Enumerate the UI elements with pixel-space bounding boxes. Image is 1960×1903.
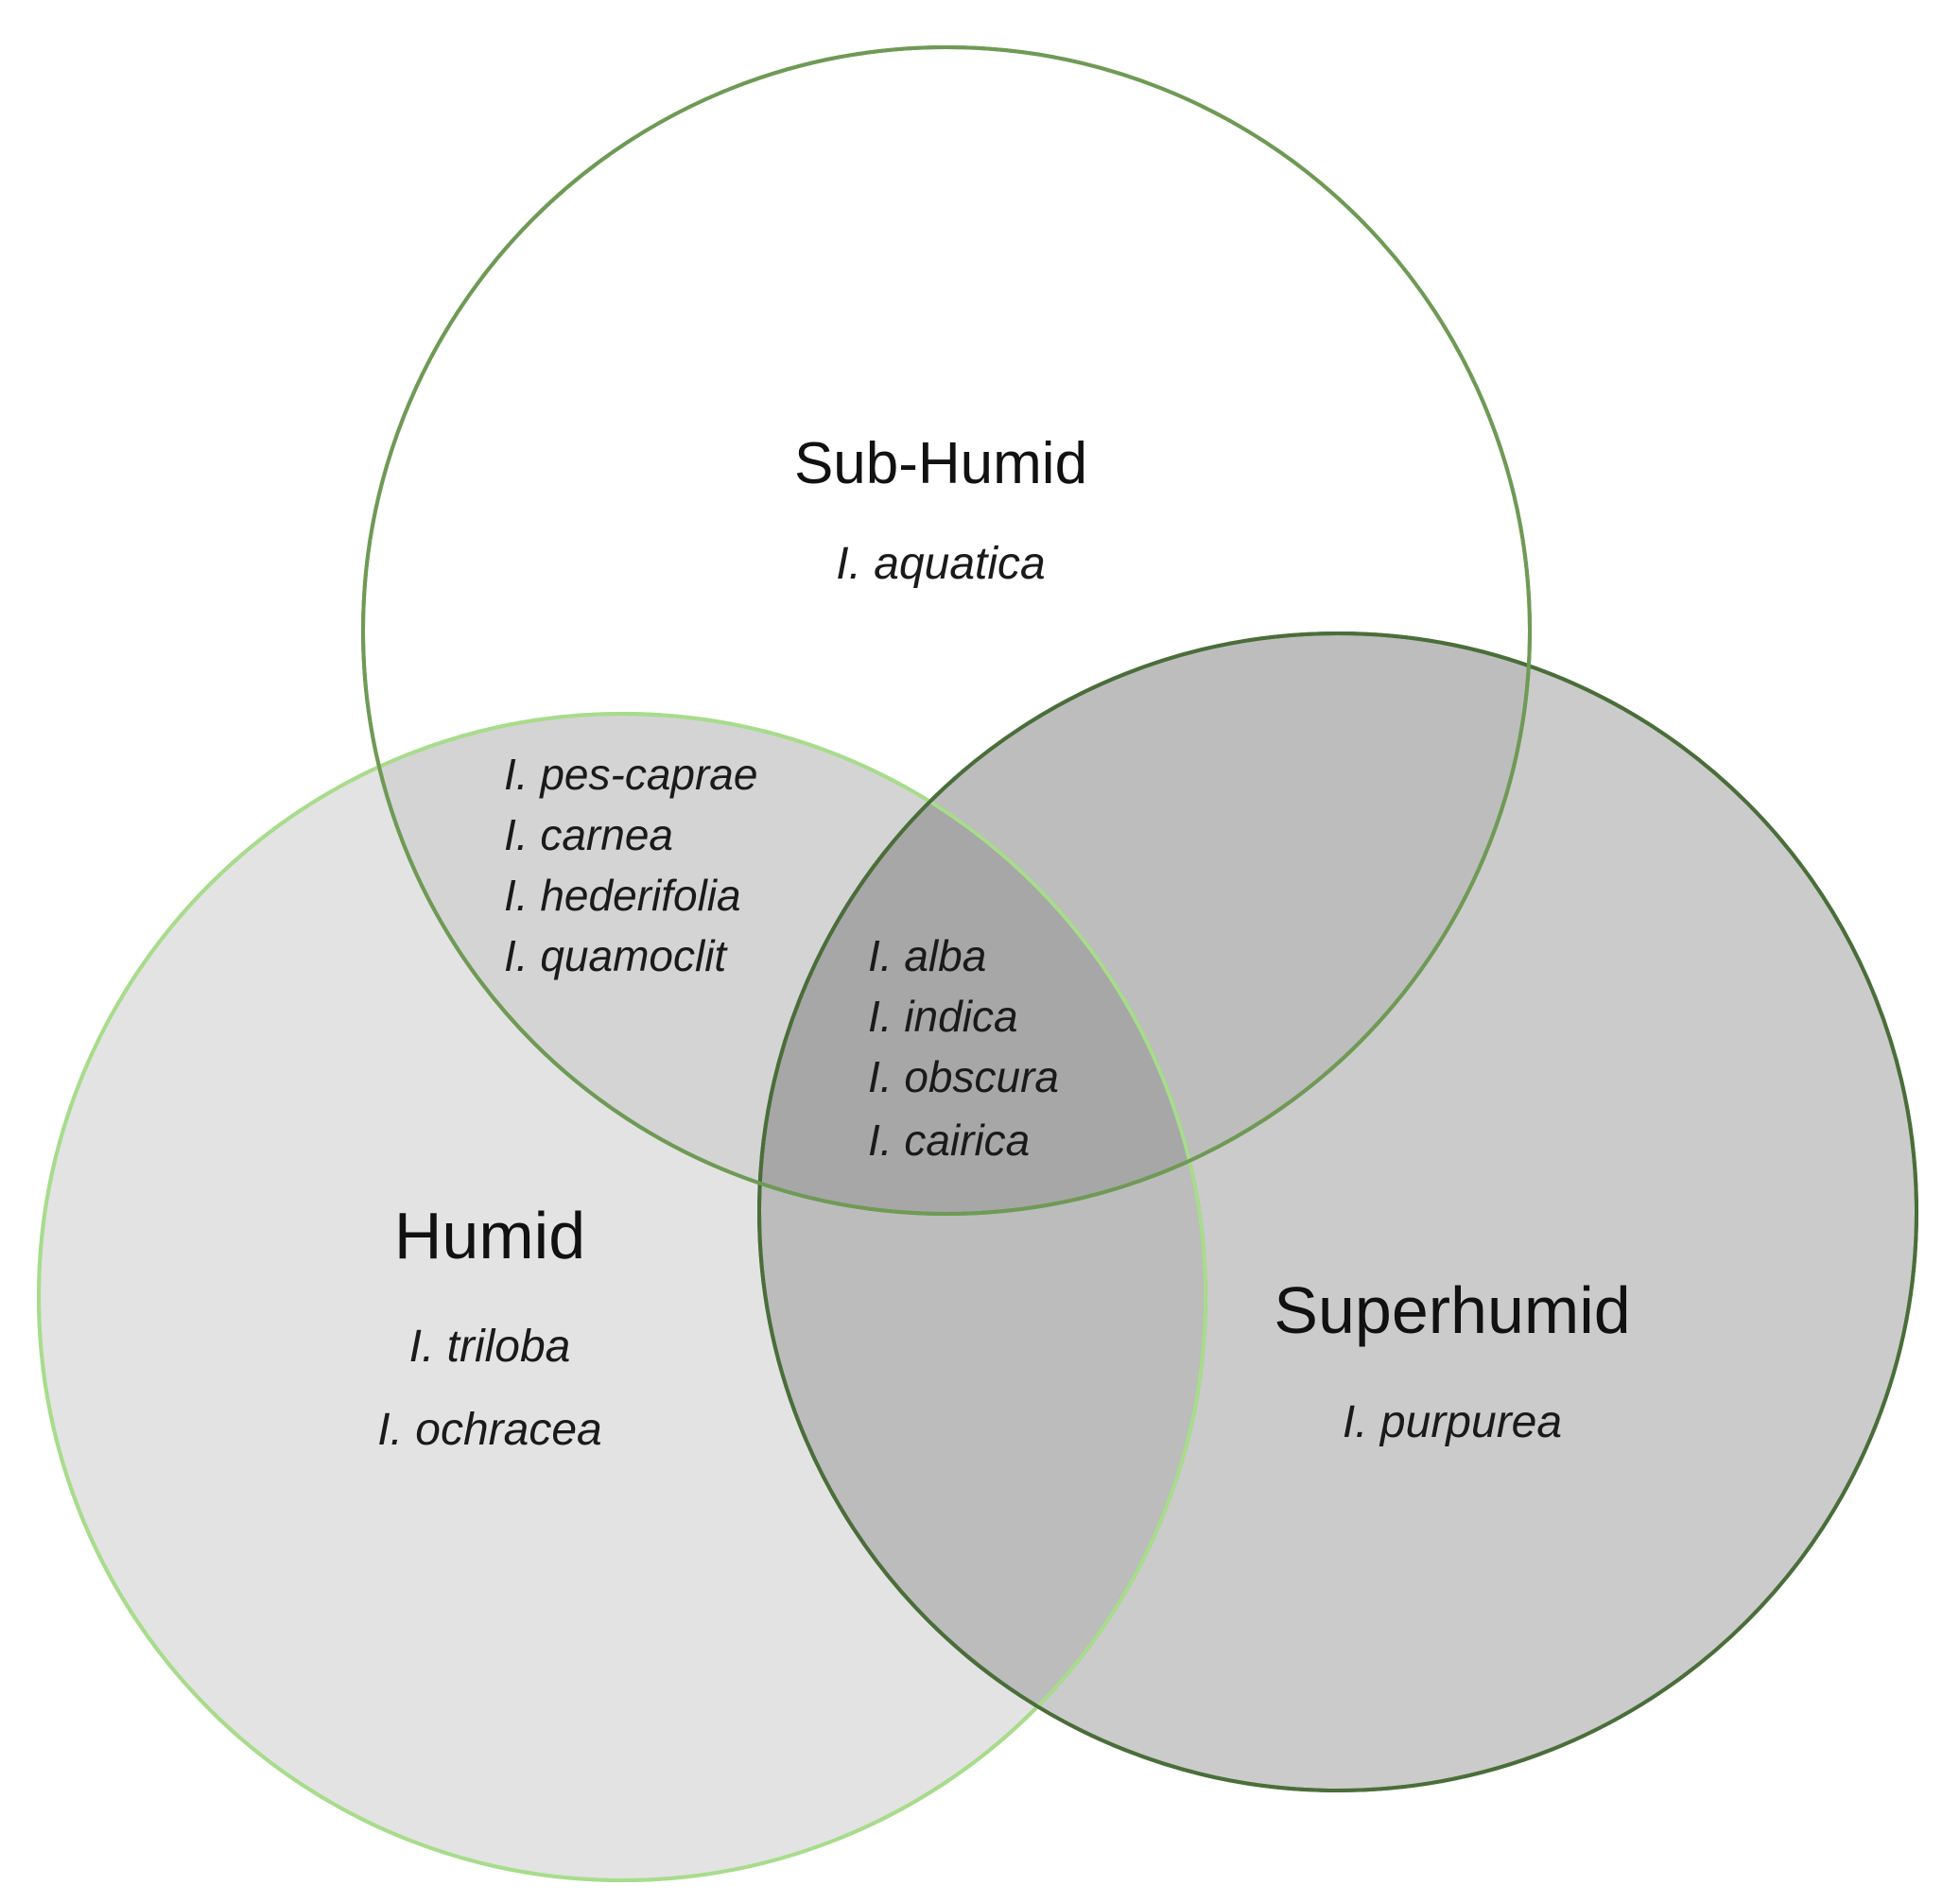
subhumid-humid-species-4: I. quamoclit (504, 931, 728, 980)
humid-species-2: I. ochracea (377, 1405, 601, 1455)
all-three-species-4: I. cairica (868, 1116, 1030, 1165)
subhumid-humid-species-3: I. hederifolia (504, 871, 741, 920)
all-three-species-1: I. alba (868, 931, 986, 980)
subhumid-species-1: I. aquatica (836, 539, 1045, 589)
all-three-species-3: I. obscura (868, 1052, 1059, 1101)
subhumid-humid-species-1: I. pes-caprae (504, 750, 757, 799)
subhumid-humid-species-2: I. carnea (504, 810, 673, 859)
superhumid-label: Superhumid (1274, 1273, 1630, 1347)
humid-species-1: I. triloba (409, 1322, 571, 1372)
humid-label: Humid (394, 1199, 585, 1272)
all-three-species-2: I. indica (868, 992, 1018, 1041)
superhumid-species-1: I. purpurea (1343, 1397, 1562, 1447)
subhumid-label: Sub-Humid (794, 431, 1087, 496)
